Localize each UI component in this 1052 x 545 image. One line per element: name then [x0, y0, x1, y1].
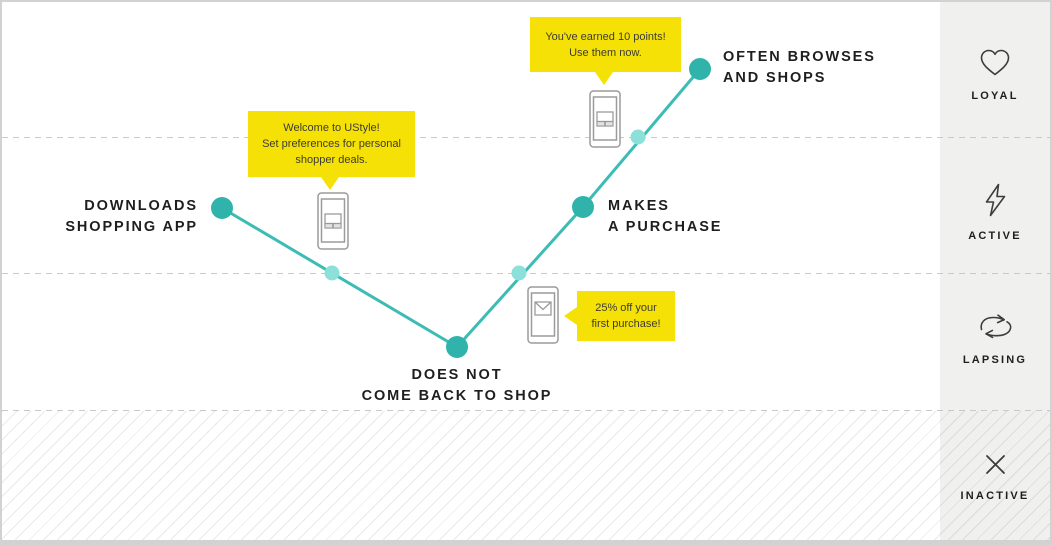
zone-divider — [2, 137, 1050, 138]
heart-icon — [979, 48, 1011, 77]
callout-line: Set preferences for personal — [262, 138, 401, 150]
segment-inactive: INACTIVE — [940, 452, 1050, 502]
milestone-label-makes-a-purchase: MAKES A PURCHASE — [608, 198, 723, 235]
milestone-label-downloads: DOWNLOADS SHOPPING APP — [65, 198, 198, 235]
segment-loyal: LOYAL — [940, 48, 1050, 102]
inactive-zone-hatch — [2, 411, 1050, 540]
callout-line: first purchase! — [591, 318, 661, 330]
zone-divider — [2, 273, 1050, 274]
segment-label: INACTIVE — [961, 490, 1030, 502]
segment-label: ACTIVE — [968, 230, 1022, 242]
zone-divider — [2, 410, 1050, 411]
x-icon — [983, 452, 1008, 477]
notification-callout-points: You've earned 10 points! Use them now. — [530, 17, 681, 85]
segment-label: LAPSING — [962, 354, 1028, 366]
callout-line: 25% off your — [595, 302, 657, 314]
milestone-label-does-not-come-back: DOES NOT COME BACK TO SHOP — [361, 367, 553, 404]
callout-line: Welcome to UStyle! — [283, 122, 380, 134]
segment-lapsing: LAPSING — [940, 312, 1050, 366]
segments-sidebar: LOYAL ACTIVE LAPSING — [940, 2, 1050, 540]
smartphone-app-icon — [589, 90, 621, 153]
notification-callout-welcome: Welcome to UStyle! Set preferences for p… — [248, 111, 415, 190]
cycle-arrows-icon — [976, 312, 1014, 341]
milestone-label-often-browses: OFTEN BROWSES AND SHOPS — [723, 49, 876, 86]
callout-line: Use them now. — [569, 46, 642, 59]
lightning-icon — [982, 183, 1008, 217]
segment-label: LOYAL — [971, 90, 1019, 102]
smartphone-app-icon — [317, 192, 349, 255]
smartphone-mail-icon — [527, 286, 559, 349]
callout-line: shopper deals. — [295, 154, 368, 166]
callout-line: You've earned 10 points! — [545, 30, 666, 43]
segment-active: ACTIVE — [940, 183, 1050, 242]
notification-callout-discount: 25% off your first purchase! — [564, 291, 675, 341]
